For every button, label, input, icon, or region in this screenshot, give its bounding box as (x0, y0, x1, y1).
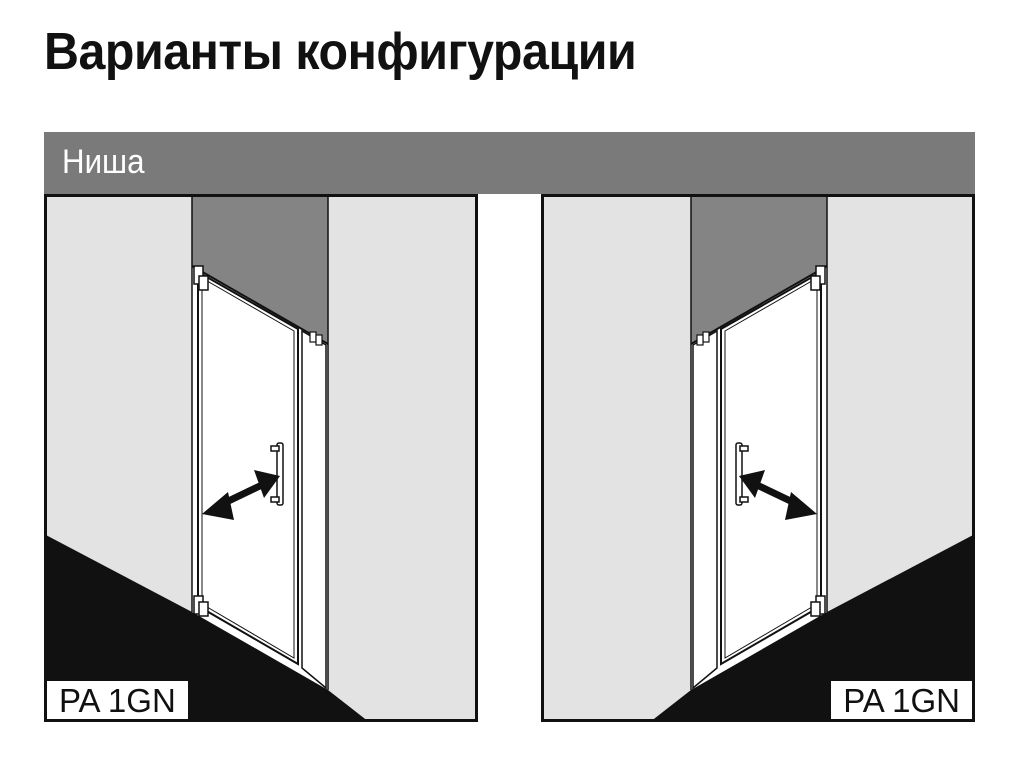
config-code-label: PA 1GN (47, 681, 188, 719)
swing-direction-arrow-icon (739, 470, 817, 520)
floor (44, 534, 369, 722)
door-outline (197, 270, 299, 666)
panel-frame (541, 194, 975, 722)
section-band: Ниша (44, 132, 975, 194)
door-inner-outline (724, 277, 818, 659)
door-handle-icon (270, 442, 284, 506)
clamp-icon (696, 331, 710, 346)
door-outline (720, 270, 822, 666)
door-inner-outline (201, 277, 295, 659)
clamp-icon (309, 331, 323, 346)
swing-direction-arrow-icon (202, 470, 280, 520)
door-handle-icon (735, 442, 749, 506)
page-title: Варианты конфигурации (44, 23, 637, 81)
config-panel-right: PA 1GN (541, 194, 975, 722)
floor (650, 534, 975, 722)
glass-top-profile (690, 265, 828, 345)
section-label: Ниша (62, 143, 145, 181)
shower-niche-illustration-right (541, 194, 975, 722)
config-code-label: PA 1GN (831, 681, 972, 719)
glass-top-profile (191, 265, 329, 345)
hinge-icon (810, 265, 826, 617)
panel-frame (44, 194, 478, 722)
shower-niche-illustration-left (44, 194, 478, 722)
hinge-icon (193, 265, 209, 617)
config-panel-left: PA 1GN (44, 194, 478, 722)
